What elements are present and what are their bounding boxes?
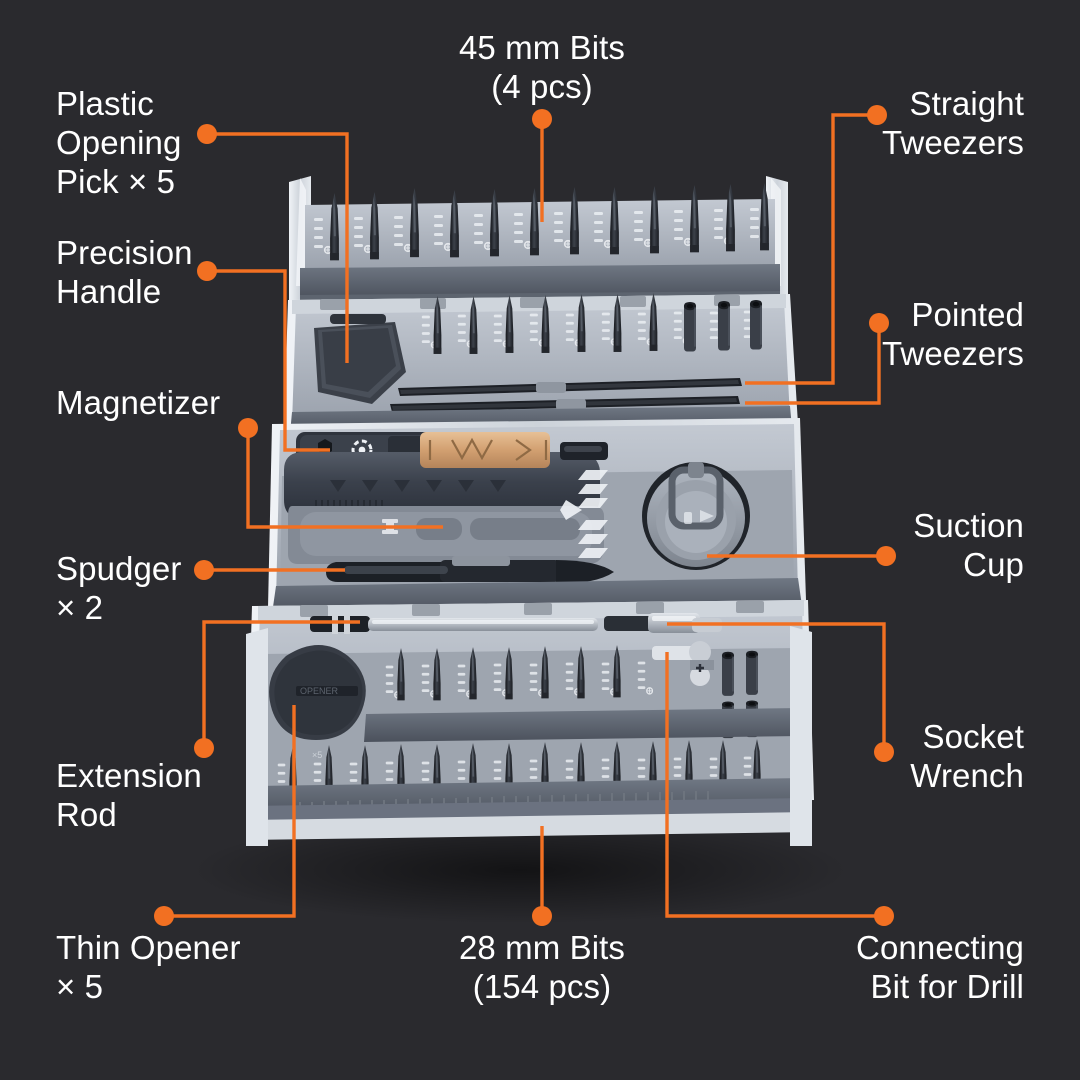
callout-label-45mm-bits: 45 mm Bits (4 pcs): [458, 29, 626, 105]
svg-text:OPENER: OPENER: [300, 686, 339, 696]
callout-label-spudger: Spudger × 2: [56, 550, 182, 626]
spudger-parts: [326, 556, 614, 584]
callout-label-precision-handle: Precision Handle: [56, 234, 193, 310]
tweezers-parts: [390, 378, 742, 412]
callout-label-socket-wrench: Socket Wrench: [910, 718, 1024, 794]
callout-label-thin-opener: Thin Opener × 5: [56, 929, 241, 1005]
callout-label-28mm-bits: 28 mm Bits (154 pcs): [458, 929, 626, 1005]
middle-tray: [268, 418, 806, 614]
lower-tray: OPENER ×5: [246, 600, 814, 846]
callout-label-connecting-bit-for-drill: Connecting Bit for Drill: [856, 929, 1024, 1005]
upper-tray: ×5: [284, 293, 798, 434]
callout-label-straight-tweezers: Straight Tweezers: [881, 85, 1024, 161]
suction-cup-part: [642, 462, 750, 570]
svg-text:×5: ×5: [312, 750, 322, 760]
callout-label-plastic-opening-pick: Plastic Opening Pick × 5: [56, 85, 182, 200]
callout-label-pointed-tweezers: Pointed Tweezers: [881, 296, 1024, 372]
callout-label-suction-cup: Suction Cup: [913, 507, 1024, 583]
callout-label-magnetizer: Magnetizer: [56, 384, 221, 421]
top-bit-rail: [289, 176, 788, 306]
